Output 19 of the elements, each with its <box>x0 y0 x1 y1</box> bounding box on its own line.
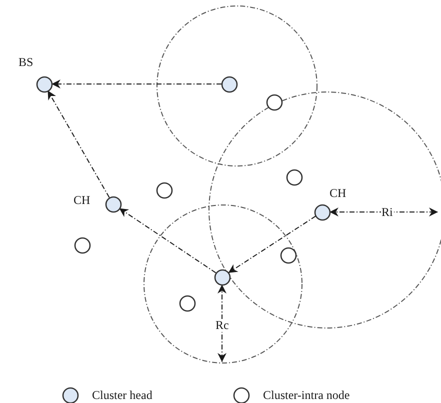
arrow <box>51 80 222 88</box>
dimension-label: Ri <box>380 206 394 218</box>
arrow <box>228 216 316 274</box>
intra-node <box>74 236 90 254</box>
legend-label: Cluster-intra node <box>263 388 350 402</box>
intra-node <box>266 94 282 110</box>
node-label: CH <box>74 193 90 207</box>
intra-node <box>156 182 172 198</box>
dimension-label: Rc <box>214 318 230 332</box>
cluster-head-node <box>214 268 230 286</box>
arrow <box>118 208 216 274</box>
intra-node <box>286 168 302 186</box>
node-label: CH <box>330 186 346 200</box>
arrow <box>47 90 110 198</box>
intra-node <box>178 294 196 312</box>
legend-label: Cluster head <box>92 388 152 402</box>
node-label: BS <box>18 55 34 69</box>
cluster-head-node <box>220 76 238 92</box>
intra-node <box>280 246 296 264</box>
